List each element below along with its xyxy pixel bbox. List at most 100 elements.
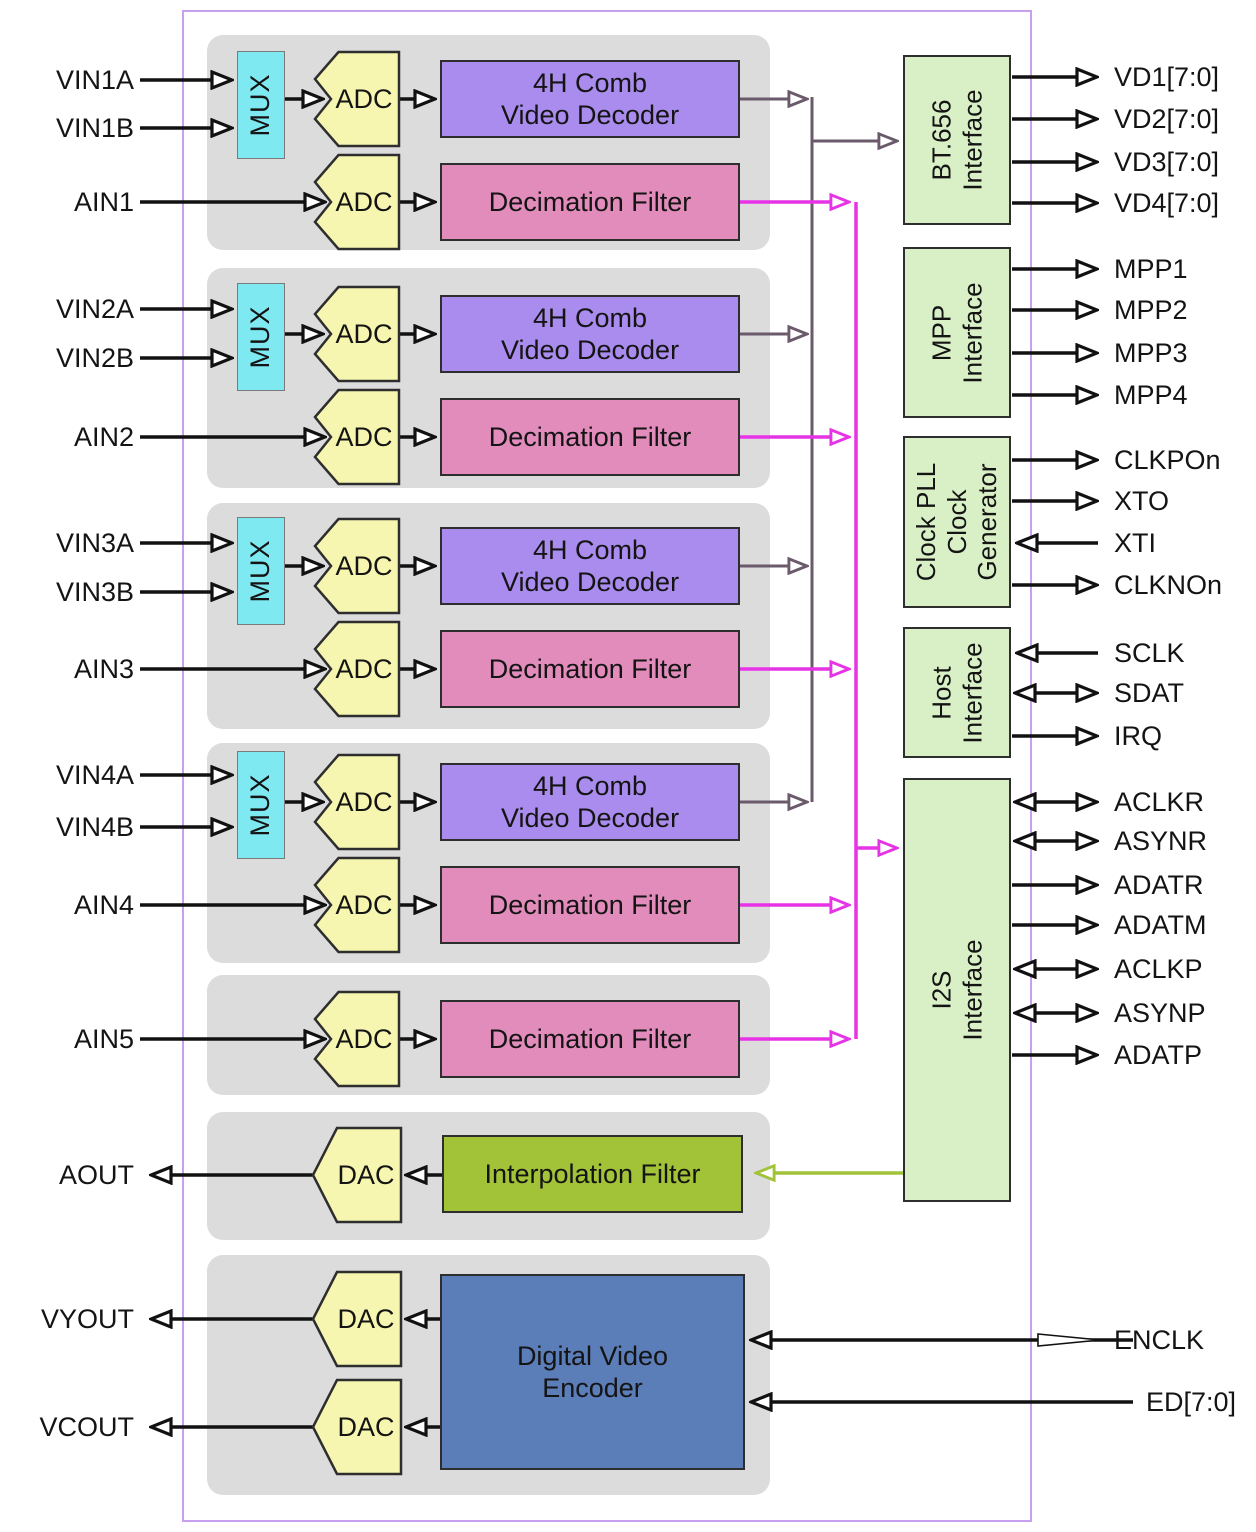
adc1v-label: ADC — [335, 84, 393, 114]
decimation-filter3-block: Decimation Filter — [440, 630, 740, 708]
adc2v-label: ADC — [335, 319, 393, 349]
adc1-video-shape — [313, 50, 401, 148]
port-ain2: AIN2 — [73, 422, 134, 452]
decoder2-line1: 4H Comb — [532, 302, 648, 333]
port-vin3b: VIN3B — [55, 577, 134, 607]
video-decoder3-block: 4H Comb Video Decoder — [440, 527, 740, 605]
port-irq: IRQ — [1114, 721, 1163, 751]
adc3-video-shape — [313, 517, 401, 615]
port-vd3: VD3[7:0] — [1114, 147, 1220, 177]
port-vyout: VYOUT — [40, 1304, 134, 1334]
port-vcout: VCOUT — [39, 1412, 135, 1442]
mux4-block: MUX — [237, 751, 285, 859]
adc5-label: ADC — [335, 1024, 393, 1054]
port-adatm: ADATM — [1114, 910, 1207, 940]
port-ain5: AIN5 — [73, 1024, 134, 1054]
adc2-audio-shape — [313, 388, 401, 486]
port-sdat: SDAT — [1114, 678, 1185, 708]
host-label: Host Interface — [926, 641, 987, 744]
video-decoder4-block: 4H Comb Video Decoder — [440, 763, 740, 841]
encoder-line1: Digital Video — [516, 1340, 669, 1371]
decimation-filter1-block: Decimation Filter — [440, 163, 740, 241]
port-ain1: AIN1 — [73, 187, 134, 217]
mux2-label: MUX — [245, 305, 276, 369]
decoder1-line2: Video Decoder — [500, 100, 680, 130]
mux1-block: MUX — [237, 51, 285, 159]
port-vin1a: VIN1A — [55, 65, 134, 95]
port-ain3: AIN3 — [73, 654, 134, 684]
adc1a-label: ADC — [335, 187, 393, 217]
port-clknon: CLKNOn — [1114, 570, 1223, 600]
i2s-label: I2S Interface — [926, 939, 987, 1041]
dac-y-label: DAC — [337, 1304, 395, 1334]
port-aclkr: ACLKR — [1114, 787, 1205, 817]
clock-label: Clock PLL Clock Generator — [910, 462, 1003, 582]
port-vin2b: VIN2B — [55, 343, 134, 373]
decoder2-line2: Video Decoder — [500, 335, 680, 365]
encoder-line2: Encoder — [542, 1373, 643, 1403]
decim3-label: Decimation Filter — [488, 653, 692, 684]
port-mpp1: MPP1 — [1114, 254, 1188, 284]
digital-video-encoder-block: Digital Video Encoder — [440, 1274, 745, 1470]
port-ain4: AIN4 — [73, 890, 134, 920]
adc4-audio-shape — [313, 856, 401, 954]
decoder1-line1: 4H Comb — [532, 67, 648, 98]
interp-label: Interpolation Filter — [484, 1158, 701, 1189]
decim4-label: Decimation Filter — [488, 889, 692, 920]
mpp-interface-block: MPP Interface — [903, 247, 1011, 418]
port-vin1b: VIN1B — [55, 113, 134, 143]
port-vin4a: VIN4A — [55, 760, 134, 790]
port-sclk: SCLK — [1114, 638, 1185, 668]
adc4v-label: ADC — [335, 787, 393, 817]
port-xto: XTO — [1114, 486, 1170, 516]
adc3a-label: ADC — [335, 654, 393, 684]
decimation-filter4-block: Decimation Filter — [440, 866, 740, 944]
decim5-label: Decimation Filter — [488, 1023, 692, 1054]
port-vd2: VD2[7:0] — [1114, 104, 1220, 134]
port-aout: AOUT — [58, 1160, 134, 1190]
port-mpp2: MPP2 — [1114, 295, 1188, 325]
interpolation-filter-block: Interpolation Filter — [442, 1135, 743, 1213]
dac-c-label: DAC — [337, 1412, 395, 1442]
port-vin2a: VIN2A — [55, 294, 134, 324]
i2s-interface-block: I2S Interface — [903, 778, 1011, 1202]
decim2-label: Decimation Filter — [488, 421, 692, 452]
port-mpp4: MPP4 — [1114, 380, 1188, 410]
decimation-filter5-block: Decimation Filter — [440, 1000, 740, 1078]
video-decoder2-block: 4H Comb Video Decoder — [440, 295, 740, 373]
decoder3-line2: Video Decoder — [500, 567, 680, 597]
mux4-label: MUX — [245, 773, 276, 837]
port-vd1: VD1[7:0] — [1114, 62, 1220, 92]
decimation-filter2-block: Decimation Filter — [440, 398, 740, 476]
port-vd4: VD4[7:0] — [1114, 188, 1220, 218]
decoder4-line2: Video Decoder — [500, 803, 680, 833]
enclk-out-arrowhead — [1037, 1333, 1101, 1347]
port-ed: ED[7:0] — [1146, 1387, 1237, 1417]
adc4-video-shape — [313, 753, 401, 851]
adc2a-label: ADC — [335, 422, 393, 452]
decoder4-line1: 4H Comb — [532, 770, 648, 801]
mux3-block: MUX — [237, 517, 285, 625]
port-vin4b: VIN4B — [55, 812, 134, 842]
chip-boundary — [182, 10, 1032, 1522]
decoder3-line1: 4H Comb — [532, 534, 648, 565]
port-asynr: ASYNR — [1114, 826, 1208, 856]
decim1-label: Decimation Filter — [488, 186, 692, 217]
port-asynp: ASYNP — [1114, 998, 1206, 1028]
video-decoder1-block: 4H Comb Video Decoder — [440, 60, 740, 138]
dac-audio-label: DAC — [337, 1160, 395, 1190]
port-mpp3: MPP3 — [1114, 338, 1188, 368]
clock-pll-generator-block: Clock PLL Clock Generator — [903, 436, 1011, 608]
mpp-label: MPP Interface — [926, 281, 987, 384]
dac-y-shape — [311, 1270, 403, 1368]
port-clkpon: CLKPOn — [1114, 445, 1221, 475]
adc1-audio-shape — [313, 153, 401, 251]
port-adatr: ADATR — [1114, 870, 1204, 900]
mux2-block: MUX — [237, 283, 285, 391]
adc3-audio-shape — [313, 620, 401, 718]
mux1-label: MUX — [245, 73, 276, 137]
dac-c-shape — [311, 1378, 403, 1476]
host-interface-block: Host Interface — [903, 627, 1011, 758]
